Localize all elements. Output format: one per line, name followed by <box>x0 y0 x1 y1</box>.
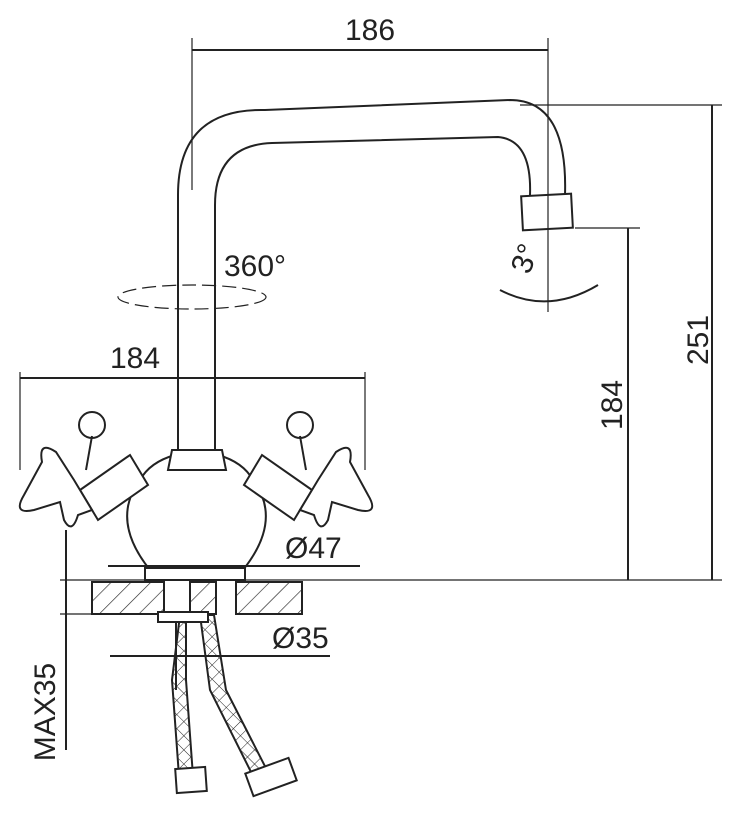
spout-tilt-label: 3° <box>505 240 546 278</box>
spout-reach-label: 186 <box>345 14 395 47</box>
max-thickness-label: MAX35 <box>29 663 62 761</box>
rotation-label: 360° <box>224 250 286 283</box>
hole-diameter-label: Ø35 <box>272 622 329 655</box>
faucet-body <box>18 411 374 581</box>
countertop <box>91 581 303 615</box>
outlet-height-label: 184 <box>596 380 629 430</box>
supply-hoses <box>157 611 298 798</box>
dimension-lines <box>19 38 722 750</box>
base-diameter-label: Ø47 <box>285 532 342 565</box>
spout <box>177 98 574 455</box>
handle-span-label: 184 <box>110 342 160 375</box>
total-height-label: 251 <box>682 315 715 365</box>
